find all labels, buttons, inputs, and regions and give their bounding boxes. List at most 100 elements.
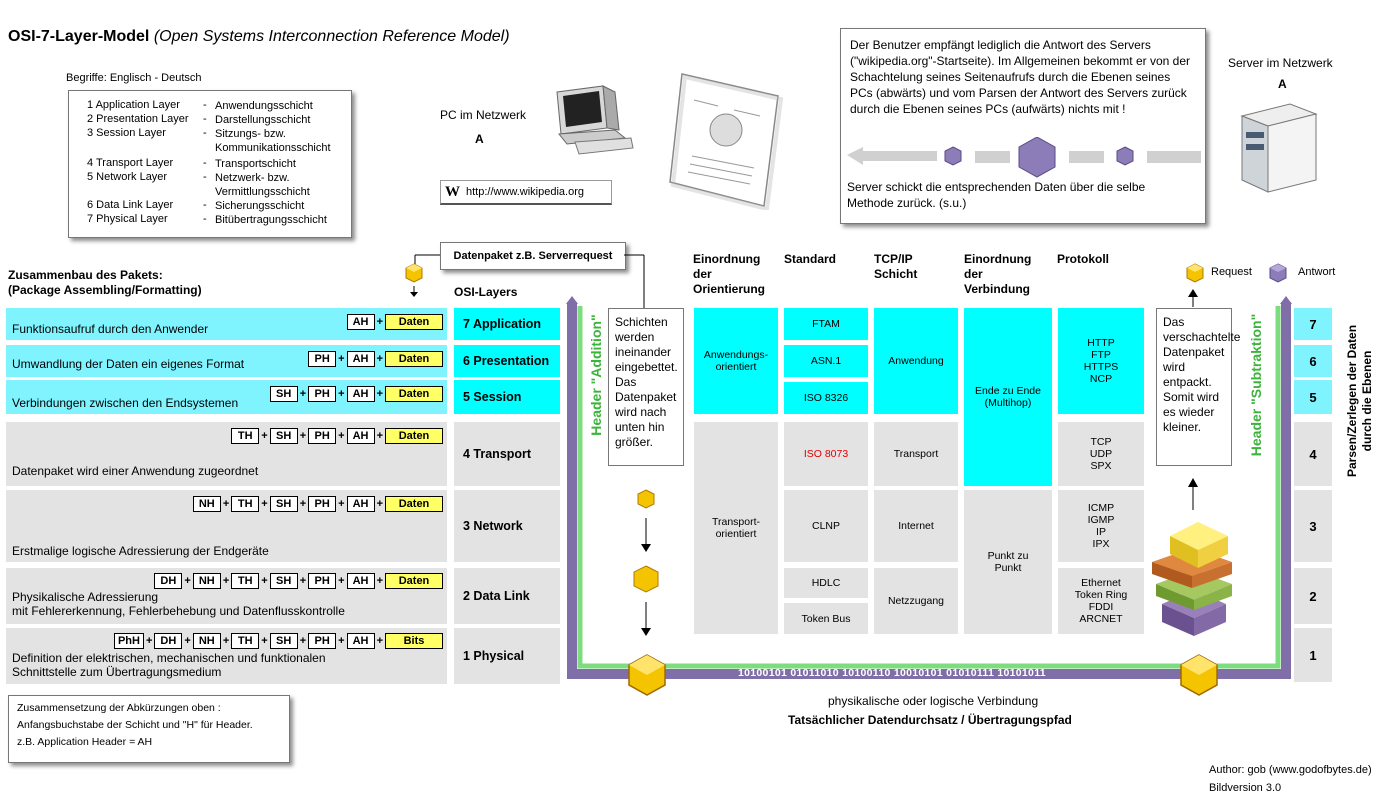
header-tag: TH [231,496,260,512]
header-chain: DH+NH+TH+SH+PH+AH+Daten [154,573,443,589]
wikipedia-w-icon: W [445,183,460,200]
header-tag: SH [269,633,298,649]
header-tag: AH [346,573,375,589]
header-tag: AH [346,496,375,512]
plus-sign: + [222,498,230,510]
osi-layer-name: 3 Network [454,490,560,562]
page-subtitle: (Open Systems Interconnection Reference … [153,28,510,45]
cell-iso8073: ISO 8073 [784,422,868,486]
plus-sign: + [376,430,383,442]
plus-sign: + [261,635,268,647]
cell-ftam: FTAM [784,308,868,340]
glossary-term-en: 4 Transport Layer [87,157,174,169]
up-arrow-top [1188,289,1198,307]
col-protokoll: Protokoll [1057,252,1110,266]
plus-sign: + [376,635,383,647]
header-tag: AH [346,314,375,330]
url-bar[interactable]: W http://www.wikipedia.org [440,180,612,205]
glossary-dash: - [203,171,207,183]
plus-sign: + [184,575,191,587]
plus-sign: + [376,498,383,510]
plus-sign: + [376,575,383,587]
glossary-term-en: 2 Presentation Layer [87,113,189,125]
legend-request-label: Request [1211,266,1252,278]
glossary-term-en: 7 Physical Layer [87,213,168,225]
pc-label: PC im Netzwerk [440,108,527,122]
cell-anwendung: Anwendung [874,308,958,414]
header-addition-label: Header "Addition" [588,314,604,436]
header-tag: PH [308,428,337,444]
cell-punkt-zu-punkt: Punkt zu Punkt [964,490,1052,634]
header-tag: AH [346,351,375,367]
header-tag: DH [154,573,183,589]
header-tag: PH [308,633,337,649]
server-icon [1240,103,1318,193]
layer-number: 2 [1294,568,1332,624]
plus-sign: + [145,635,153,647]
header-tag: NH [192,573,221,589]
glossary-term-de: Netzwerk- bzw. Vermittlungsschicht [215,172,310,198]
layer-number: 7 [1294,308,1332,340]
header-chain: TH+SH+PH+AH+Daten [231,428,443,444]
osi-layer-name: 1 Physical [454,628,560,684]
layer-description: Verbindungen zwischen den Endsystemen [12,396,239,410]
osi-layer-name: 6 Presentation [454,345,560,377]
layer-row: Definition der elektrischen, mechanische… [6,628,447,684]
header-tag: AH [346,633,375,649]
cell-transport: Transport [874,422,958,486]
cell-transportorientiert: Transport-orientiert [694,422,778,634]
plus-sign: + [261,430,268,442]
header-chain: PhH+DH+NH+TH+SH+PH+AH+Bits [113,633,443,649]
cell-proto-app: HTTP FTP HTTPS NCP [1058,308,1144,414]
glossary-term-de: Bitübertragungsschicht [215,214,327,226]
down-arrows [633,489,659,636]
wikipedia-page-icon [669,73,784,210]
osi-layer-name: 4 Transport [454,422,560,486]
transmission-pipe [566,296,1292,679]
plus-sign: + [338,635,345,647]
header-chain: PH+AH+Daten [308,351,443,367]
payload-tag: Daten [385,496,443,512]
header-tag: SH [269,428,298,444]
col-tcpip: TCP/IP Schicht [874,252,918,281]
header-tag: TH [231,573,260,589]
plus-sign: + [376,316,383,328]
header-tag: DH [154,633,183,649]
nested-boxes-icon [1152,522,1232,636]
header-tag: AH [346,428,375,444]
page-title: OSI-7-Layer-Model (Open Systems Intercon… [8,28,510,45]
server-label: Server im Netzwerk [1228,56,1333,70]
osi-layer-name: 2 Data Link [454,568,560,624]
cell-proto-network: ICMP IGMP IP IPX [1058,490,1144,562]
col-standard: Standard [784,252,837,266]
packet-connector-lines [414,254,645,308]
url-text: http://www.wikipedia.org [466,186,584,198]
layer-row: Erstmalige logische Adressierung der End… [6,490,447,562]
assembly-heading: Zusammenbau des Pakets: (Package Assembl… [8,268,202,297]
cell-hdlc: HDLC [784,568,868,598]
glossary-term-en: 3 Session Layer [87,127,166,139]
cell-ende-zu-ende: Ende zu Ende (Multihop) [964,308,1052,486]
unpack-note: Das verschachtelte Datenpaket wird entpa… [1156,308,1240,466]
layer-description: Erstmalige logische Adressierung der End… [12,544,269,558]
col-einordnung-verbindung: Einordnung der Verbindung [964,252,1032,296]
plus-sign: + [299,575,307,587]
layer-description: Umwandlung der Daten ein eigenes Format [12,357,245,371]
glossary-dash: - [203,127,207,139]
header-tag: NH [192,496,221,512]
header-subtraction-label: Header "Subtraktion" [1248,313,1264,457]
plus-sign: + [338,498,345,510]
glossary-term-en: 5 Network Layer [87,171,168,183]
header-tag: PH [308,351,337,367]
pc-computer-icon [556,85,634,155]
legend-answer-label: Antwort [1298,266,1336,278]
legend-request-icon [1186,263,1204,283]
glossary-term-de: Anwendungsschicht [215,100,313,112]
glossary-term-de: Darstellungsschicht [215,114,311,126]
glossary-dash: - [203,99,207,111]
layer-description: Funktionsaufruf durch den Anwender [12,322,209,336]
response-arrow-icon [847,137,1201,178]
